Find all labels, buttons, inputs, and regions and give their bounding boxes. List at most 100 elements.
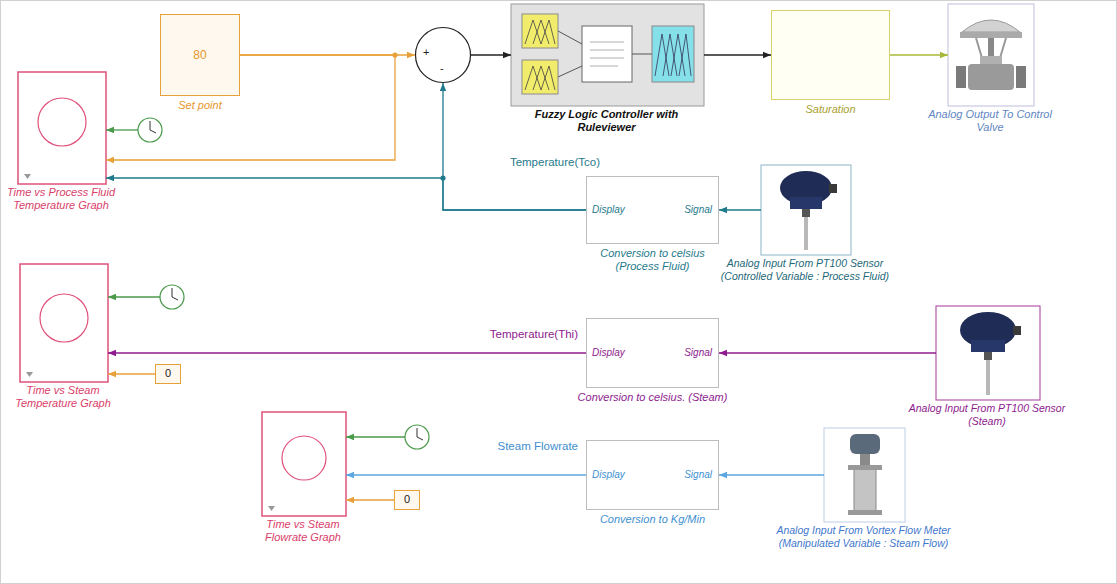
text-slot: Analog Input From Vortex Flow Meter (Man…	[769, 524, 959, 549]
signal-line	[719, 209, 761, 210]
constant-block: 80Set point	[160, 14, 240, 96]
block-label: Time vs Process Fluid Temperature Graph	[3, 186, 119, 212]
signal-line	[704, 54, 771, 55]
valve-yoke	[976, 38, 1006, 58]
scope-icon	[26, 372, 33, 377]
scope-screen	[282, 436, 326, 480]
fuzzy-block-body	[511, 4, 704, 106]
block-label: Conversion to celsius (Process Fluid)	[583, 247, 723, 273]
clock-wire	[346, 436, 405, 437]
sum-block: +-	[415, 27, 471, 83]
cable-gland	[1013, 326, 1021, 335]
clock-hands	[172, 288, 178, 300]
connector-group	[106, 55, 948, 500]
valve-body	[968, 64, 1014, 90]
scope-block: Time vs Steam Temperature Graph	[20, 264, 108, 382]
block-label: Conversion to Kg/Min	[578, 513, 728, 526]
clock-symbol	[405, 425, 429, 449]
valve-frame	[948, 4, 1034, 106]
scope-block: Time vs Steam Flowrate Graph	[262, 412, 346, 516]
conversion-block: DisplaySignalConversion to celsius (Proc…	[586, 176, 719, 244]
valve-actuator	[962, 20, 1020, 32]
conversion-block: DisplaySignalConversion to celsius. (Ste…	[586, 318, 719, 388]
signal-line	[108, 373, 155, 374]
signal-line	[890, 54, 948, 55]
sensor-neck	[984, 352, 992, 360]
meter-body	[854, 468, 876, 512]
flowmeter-frame	[824, 428, 905, 522]
block-label: Analog Output To Control Valve	[928, 108, 1052, 134]
text-slot: Display	[592, 204, 625, 216]
scope-body	[18, 72, 106, 184]
signal-line	[106, 178, 586, 210]
text-slot: Saturation	[776, 103, 886, 116]
fuzzy-controller-block: Fuzzy Logic Controller with Ruleviewer	[511, 4, 704, 106]
sensor-block: Analog Input From PT100 Sensor (Controll…	[761, 165, 851, 255]
clock-hands	[150, 121, 156, 133]
text-slot: Display	[592, 469, 625, 481]
conversion-block: DisplaySignalConversion to Kg/Min	[586, 440, 719, 510]
text-slot: Analog Input From PT100 Sensor (Controll…	[715, 257, 895, 282]
block-label: Analog Input From PT100 Sensor (Controll…	[715, 257, 895, 282]
text-slot: Time vs Steam Temperature Graph	[5, 384, 121, 410]
port-name: Display	[592, 347, 625, 359]
constant-value: 80	[193, 48, 206, 62]
constant-block: 0	[155, 364, 181, 384]
signal-line	[108, 352, 586, 353]
port-name: Display	[592, 469, 625, 481]
signal-line	[719, 352, 936, 353]
sensor-frame	[761, 165, 851, 255]
output-mf-box	[652, 26, 694, 82]
port-name: Signal	[684, 347, 712, 359]
sensor-housing	[971, 340, 1005, 352]
text-slot: 80	[193, 48, 206, 62]
valve-flange	[1016, 66, 1026, 88]
scope-body	[20, 264, 108, 382]
rule-box	[582, 26, 632, 82]
text-slot: +	[423, 46, 429, 59]
scope-screen	[38, 98, 86, 146]
scope-icon	[268, 506, 275, 511]
text-slot: Conversion to Kg/Min	[578, 513, 728, 526]
scope-block: Time vs Process Fluid Temperature Graph	[18, 72, 106, 184]
sensor-block: Analog Input From PT100 Sensor (Steam)	[936, 306, 1040, 400]
rule-lines	[590, 42, 624, 66]
text-slot: Signal	[684, 469, 712, 481]
text-slot: 0	[165, 367, 171, 380]
constant-block: 0	[394, 490, 420, 510]
sensor-housing	[790, 197, 822, 209]
text-slot: 0	[404, 493, 410, 506]
port-name: Display	[592, 204, 625, 216]
text-slot: Signal	[684, 347, 712, 359]
block-label: Set point	[150, 99, 250, 112]
flowmeter-block: Analog Input From Vortex Flow Meter (Man…	[824, 428, 905, 522]
port-name: Signal	[684, 469, 712, 481]
text-slot: Conversion to celsius (Process Fluid)	[583, 247, 723, 273]
block-label: Conversion to celsius. (Steam)	[578, 391, 728, 404]
scope-body	[262, 412, 346, 516]
text-slot: Time vs Steam Flowrate Graph	[245, 518, 361, 544]
text-slot: Fuzzy Logic Controller with Ruleviewer	[527, 108, 687, 134]
meter-flange	[848, 465, 882, 470]
control-valve-block: Analog Output To Control Valve	[948, 4, 1034, 106]
sensor-frame	[936, 306, 1040, 400]
text-slot: Analog Input From PT100 Sensor (Steam)	[907, 402, 1067, 427]
constant-value: 0	[404, 493, 410, 506]
input-mf-box	[522, 60, 558, 94]
meter-flange	[848, 510, 882, 515]
signal-name: Temperature(Tco)	[510, 156, 600, 170]
block-label: Time vs Steam Temperature Graph	[5, 384, 121, 410]
text-slot: Display	[592, 347, 625, 359]
clock-symbol	[160, 285, 184, 309]
signal-line	[471, 54, 511, 55]
block-label: Analog Input From PT100 Sensor (Steam)	[907, 402, 1067, 427]
constant-value: 0	[165, 367, 171, 380]
block-label: Fuzzy Logic Controller with Ruleviewer	[527, 108, 687, 134]
saturation-block: Saturation	[771, 10, 890, 100]
port-sign: +	[423, 46, 429, 59]
membership-curves	[525, 66, 555, 90]
text-slot: Time vs Process Fluid Temperature Graph	[3, 186, 119, 212]
text-slot: Conversion to celsius. (Steam)	[578, 391, 728, 404]
